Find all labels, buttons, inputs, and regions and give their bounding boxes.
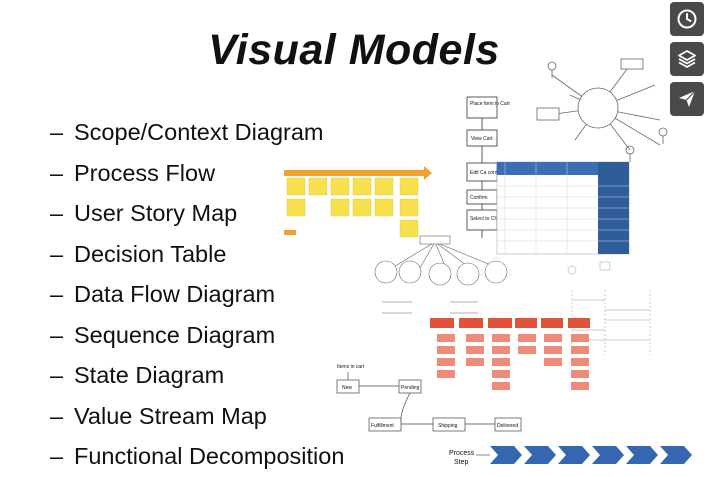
list-item: –Functional Decomposition bbox=[50, 443, 345, 469]
bullet-functional-decomposition: Functional Decomposition bbox=[74, 443, 345, 469]
list-item: –State Diagram bbox=[50, 362, 225, 388]
value-stream-label-step: Step bbox=[454, 459, 469, 466]
bullet-state: State Diagram bbox=[74, 362, 225, 388]
send-button[interactable] bbox=[670, 82, 704, 116]
bullet-sequence: Sequence Diagram bbox=[74, 321, 276, 348]
bullet-value-stream: Value Stream Map bbox=[74, 402, 267, 429]
clock-icon bbox=[677, 9, 697, 29]
list-item: –Data Flow Diagram bbox=[50, 281, 276, 307]
list-item: –Scope/Context Diagram bbox=[50, 119, 324, 145]
state-delivered: Delivered bbox=[497, 423, 518, 429]
bullet-scope-context: Scope/Context Diagram bbox=[74, 119, 324, 145]
state-fulfillment: Fulfillment bbox=[371, 423, 394, 429]
list-item: –Sequence Diagram bbox=[50, 321, 276, 348]
history-button[interactable] bbox=[670, 2, 704, 36]
data-flow-diagram-thumbnail bbox=[374, 235, 508, 314]
layers-button[interactable] bbox=[670, 42, 704, 76]
sequence-diagram-thumbnail bbox=[567, 261, 651, 355]
list-item: –User Story Map bbox=[50, 200, 238, 226]
state-pending: Pending bbox=[401, 385, 420, 391]
bullet-data-flow: Data Flow Diagram bbox=[74, 281, 276, 307]
bullet-decision-table: Decision Table bbox=[74, 240, 227, 267]
flow-box-2: View Cart bbox=[471, 136, 493, 142]
flow-box-1: Place Item in Cart bbox=[470, 101, 510, 107]
state-diagram-thumbnail: Items in cart New Pending Fulfillment Sh… bbox=[336, 364, 522, 432]
slide-title: Visual Models bbox=[208, 26, 500, 74]
list-item: –Decision Table bbox=[50, 240, 227, 267]
value-stream-map-thumbnail: Process Step bbox=[449, 446, 692, 466]
flow-box-5: Select to Check Out bbox=[470, 216, 515, 222]
list-item: –Value Stream Map bbox=[50, 402, 267, 429]
functional-decomposition-thumbnail bbox=[430, 318, 590, 390]
paper-plane-icon bbox=[679, 90, 696, 107]
flow-box-4: Confirm bbox=[470, 195, 488, 201]
decision-table-thumbnail bbox=[496, 161, 630, 255]
state-shipping: Shipping bbox=[438, 423, 458, 429]
bullet-user-story-map: User Story Map bbox=[74, 200, 238, 226]
bullet-process-flow: Process Flow bbox=[74, 159, 216, 186]
list-item: –Process Flow bbox=[50, 159, 216, 186]
visual-models-list: –Scope/Context Diagram –Process Flow –Us… bbox=[50, 112, 344, 477]
value-stream-label-process: Process bbox=[449, 450, 475, 457]
layers-icon bbox=[678, 50, 696, 68]
side-toolbar bbox=[670, 2, 706, 122]
flow-box-3: Edit Ca content bbox=[470, 170, 505, 176]
process-flow-thumbnail: Place Item in Cart View Cart Edit Ca con… bbox=[466, 96, 515, 238]
